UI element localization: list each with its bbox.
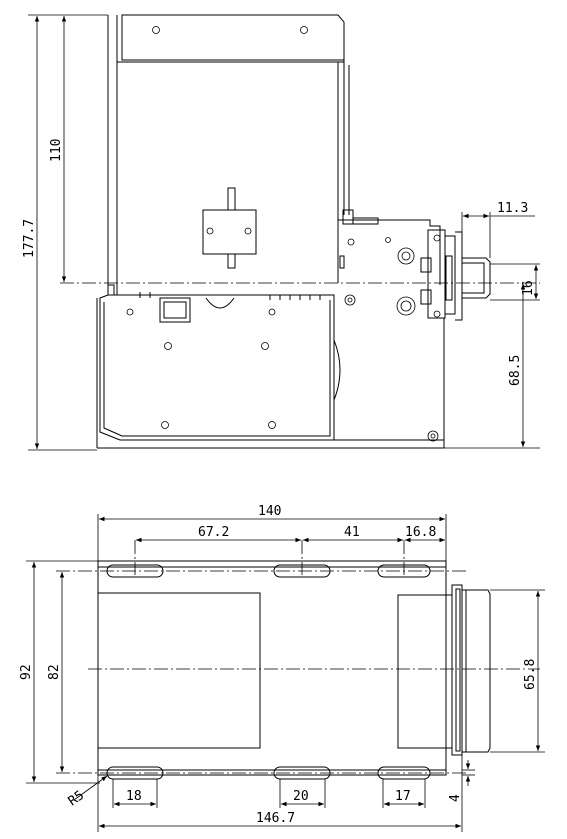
- dim-overall-height: 177.7: [22, 219, 37, 258]
- lower-housing: [96, 284, 445, 449]
- mounting-slots: [106, 564, 431, 780]
- roller: [397, 247, 415, 265]
- plan-dimensions: [26, 514, 545, 832]
- clamp-hole: [206, 227, 214, 235]
- bracket-hole: [152, 26, 160, 34]
- dim-spacing-c: 16.8: [405, 525, 436, 540]
- dim-upper-height: 110: [49, 139, 64, 162]
- dim-overall-width: 140: [258, 504, 281, 519]
- dim-slot-span: 82: [47, 664, 62, 680]
- roller: [396, 296, 416, 316]
- dim-radius: R5: [66, 788, 87, 809]
- dim-full-width: 146.7: [256, 811, 295, 826]
- mount-hole: [427, 430, 439, 442]
- dim-slot-height: 16: [521, 280, 536, 296]
- side-dimensions: [28, 14, 540, 451]
- bracket-hole: [300, 26, 308, 34]
- dim-bezel-depth: 11.3: [497, 201, 528, 216]
- card-reader-mechanism: [337, 209, 491, 321]
- plan-view: 140 67.2 41 16.8 92 82 65.8 18 20 17 146…: [19, 504, 545, 832]
- side-elevation-view: 177.7 110 68.5 16 11.3: [22, 14, 540, 451]
- bezel: [446, 584, 491, 756]
- right-panel: [397, 594, 447, 749]
- dim-slot-c: 17: [395, 789, 411, 804]
- dim-slot-a: 18: [126, 789, 142, 804]
- dim-total-depth: 92: [19, 664, 34, 680]
- dim-offset: 4: [448, 794, 463, 802]
- center-clamp: [202, 187, 257, 269]
- dim-bezel-width: 65.8: [523, 659, 538, 690]
- dim-spacing-b: 41: [344, 525, 360, 540]
- dim-right-height: 68.5: [508, 355, 523, 386]
- top-mounting-bracket: [107, 14, 350, 295]
- left-panel: [97, 592, 261, 749]
- dim-slot-b: 20: [293, 789, 309, 804]
- connector: [159, 297, 191, 323]
- clamp-hole: [244, 227, 252, 235]
- dim-spacing-a: 67.2: [198, 525, 229, 540]
